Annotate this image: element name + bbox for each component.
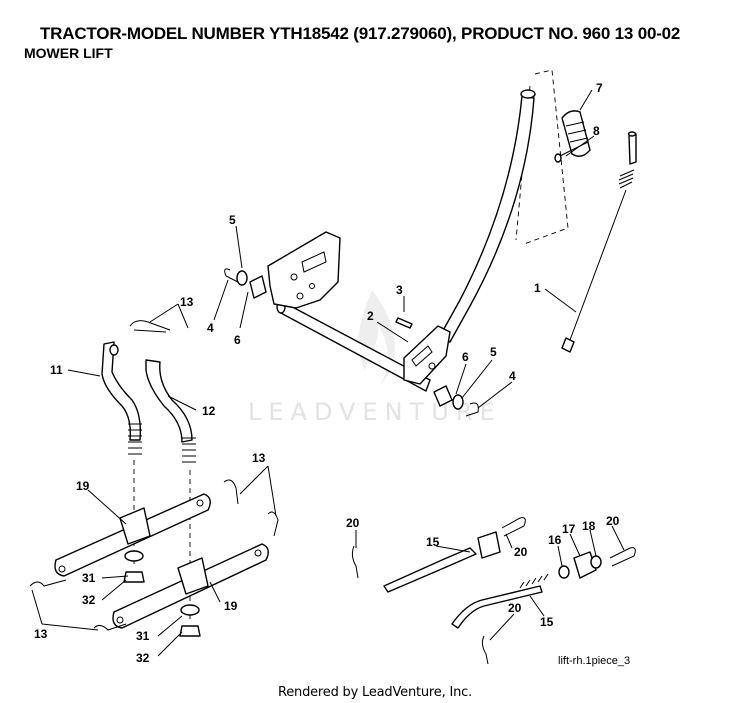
callout-6-left: 6 [234, 333, 241, 347]
part-16-washer [558, 565, 570, 579]
callout-12: 12 [202, 404, 216, 418]
page-title: TRACTOR-MODEL NUMBER YTH18542 (917.27906… [40, 24, 681, 43]
callout-19-lower: 19 [224, 599, 238, 613]
left-shaft-hardware [224, 268, 267, 299]
part-13-hairpin-mid-b [267, 511, 279, 537]
callout-4-right: 4 [509, 369, 516, 383]
part-5-washer-right [452, 394, 464, 410]
mounting-bracket [267, 231, 341, 309]
callout-20-bottom: 20 [508, 601, 522, 615]
leader-lines [31, 89, 625, 657]
callout-5-right: 5 [490, 345, 497, 359]
part-3-pin [395, 317, 413, 329]
part-19-lift-arm-upper [54, 493, 211, 577]
part-13-hairpin-top [129, 320, 171, 333]
callout-20-left: 20 [346, 516, 360, 530]
part-32-nut-lower [179, 625, 201, 637]
part-20-pin-d [481, 635, 489, 665]
callout-20-mid: 20 [514, 545, 528, 559]
callout-15-lower: 15 [540, 615, 554, 629]
callout-4-left: 4 [207, 321, 214, 335]
part-15-rod-upper [383, 531, 501, 593]
callout-18: 18 [582, 519, 596, 533]
diagram-id: lift-rh.1piece_3 [558, 655, 631, 667]
callout-31-lower: 31 [136, 629, 150, 643]
part-13-hairpin-bottom-b [93, 623, 127, 631]
part-6-bushing-right [433, 385, 453, 407]
callout-7: 7 [596, 81, 603, 95]
callout-15-upper: 15 [426, 535, 440, 549]
part-5-washer-left [236, 270, 248, 286]
callout-13-top: 13 [180, 295, 194, 309]
part-17-block [573, 551, 597, 579]
callout-2: 2 [367, 309, 374, 323]
handle-dashed-outline-inner [515, 85, 531, 241]
part-13-hairpin-bottom-a [29, 579, 67, 587]
part-20-pin-c [609, 547, 636, 567]
part-20-pin-a [351, 545, 359, 579]
part-12-lift-link [145, 359, 196, 463]
callout-8: 8 [593, 124, 600, 138]
callout-6-right: 6 [462, 350, 469, 364]
part-32-nut-upper [123, 571, 145, 583]
callout-11: 11 [50, 363, 63, 377]
part-1-release-rod [561, 131, 637, 353]
part-11-lift-link [101, 341, 142, 455]
callout-5-left: 5 [229, 213, 236, 227]
part-8-button [554, 141, 589, 163]
part-31-bushing-lower [180, 604, 200, 616]
part-4-clip-right [465, 402, 479, 417]
callout-17: 17 [562, 522, 576, 536]
callout-20-right: 20 [606, 514, 620, 528]
part-4-clip-left [224, 268, 239, 283]
part-6-bushing-left [249, 275, 267, 299]
callout-13-bottom: 13 [34, 627, 48, 641]
part-15-rod-lower [451, 573, 549, 629]
watermark-flame-icon [358, 290, 395, 385]
callout-16: 16 [548, 533, 562, 547]
callout-3: 3 [396, 283, 403, 297]
handle-dashed-outline [523, 69, 569, 245]
callout-1: 1 [534, 281, 541, 295]
part-31-bushing-upper [124, 550, 144, 562]
page-subtitle: MOWER LIFT [24, 45, 113, 61]
callout-32-lower: 32 [136, 651, 150, 665]
callout-32-upper: 32 [82, 593, 96, 607]
part-19-lift-arm-lower [112, 543, 269, 629]
callout-13-mid: 13 [252, 451, 266, 465]
part-18-nut [590, 555, 602, 569]
footer-credit: Rendered by LeadVenture, Inc. [277, 685, 473, 700]
part-1-lift-lever [403, 89, 536, 385]
callout-19-upper: 19 [76, 479, 90, 493]
right-shaft-hardware [433, 385, 479, 417]
part-13-hairpin-mid-a [223, 479, 239, 505]
callout-31-upper: 31 [82, 571, 96, 585]
watermark: LEADVENTURE [248, 290, 495, 426]
part-20-pin-b [501, 517, 526, 537]
